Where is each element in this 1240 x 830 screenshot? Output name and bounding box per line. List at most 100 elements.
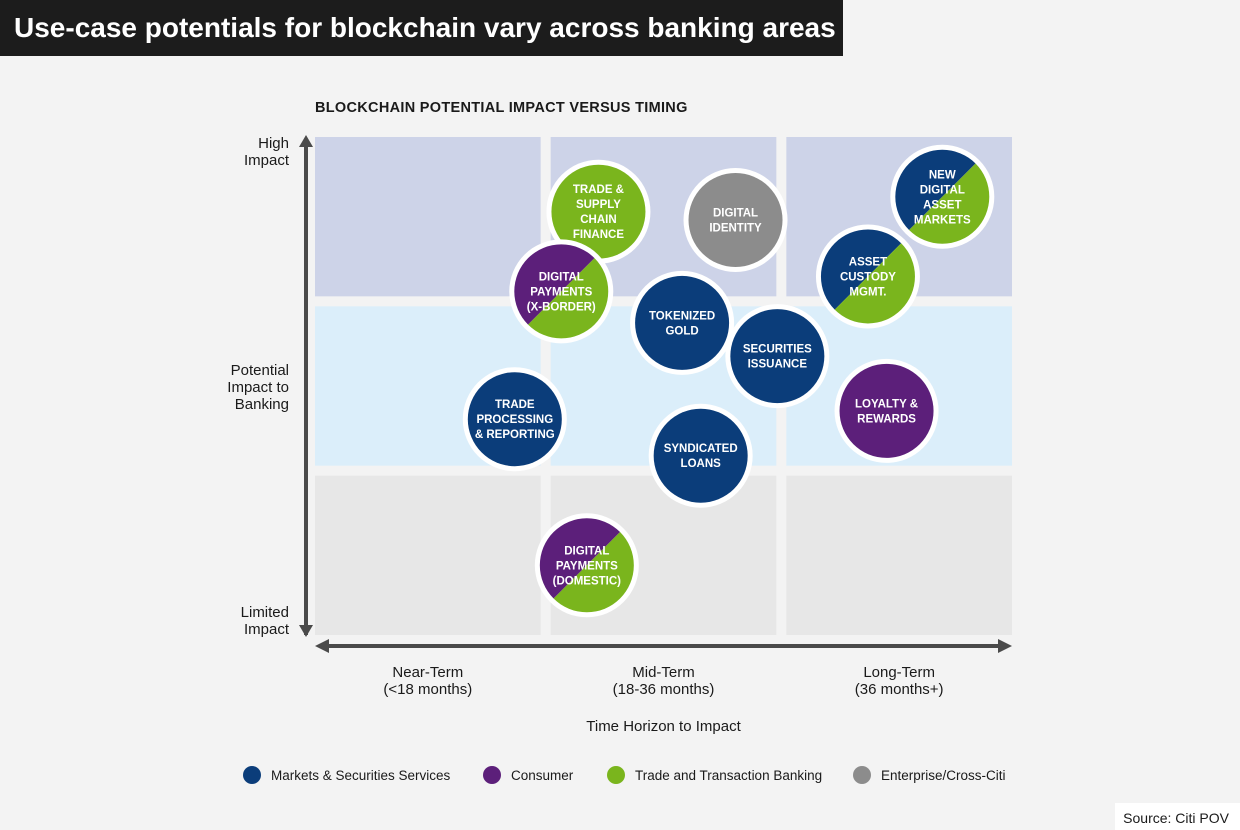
bubble-label-line: DIGITAL <box>713 208 758 220</box>
bubble-label-line: PROCESSING <box>476 414 553 426</box>
x-tick-label-0: Near-Term(<18 months) <box>383 664 472 698</box>
bubble-label-line: ISSUANCE <box>748 359 808 371</box>
bubble-label: DIGITAL PAYMENTS (DOMESTIC) <box>553 545 622 587</box>
bubble-fill <box>635 275 730 370</box>
bubble-digital-payments-domestic: DIGITAL PAYMENTS (DOMESTIC) <box>534 513 639 618</box>
bubble-label-line: LOANS <box>681 458 722 470</box>
bubble-digital-payments-x-border: DIGITAL PAYMENTS (X-BORDER) <box>509 239 614 344</box>
bubble-label-line: ASSET <box>923 199 961 211</box>
bubble-label-line: TRADE <box>495 399 535 411</box>
bubble-half-upper <box>820 229 902 310</box>
y-axis-label-line: Impact to <box>227 379 289 396</box>
x-tick-label-1: Mid-Term(18-36 months) <box>613 664 715 698</box>
bubble-label-line: DIGITAL <box>920 184 965 196</box>
bubble-label-line: DIGITAL <box>564 545 609 557</box>
bubble-label: LOYALTY & REWARDS <box>855 398 918 425</box>
bubble-label-line: MARKETS <box>914 214 971 226</box>
bubble-fill <box>839 363 934 458</box>
x-tick-label-line: (<18 months) <box>383 681 472 698</box>
bubble-label-line: (X-BORDER) <box>527 301 596 313</box>
x-axis-arrowhead-left <box>315 639 329 653</box>
x-tick-label-2: Long-Term(36 months+) <box>855 664 944 698</box>
y-tick-limited-impact-line: Impact <box>244 621 290 638</box>
bubble-label-line: CUSTODY <box>840 271 896 283</box>
bubble-label-line: & REPORTING <box>475 429 555 441</box>
bubble-label-line: SUPPLY <box>576 199 621 211</box>
y-axis-label-line: Potential <box>231 362 289 379</box>
legend-swatch-enterprise <box>853 766 871 784</box>
bubble-label-line: DIGITAL <box>539 271 584 283</box>
x-tick-label-line: Mid-Term <box>632 664 695 681</box>
grid-cell-r0-c0 <box>315 137 541 297</box>
bubble-loyalty-rewards: LOYALTY & REWARDS <box>834 358 939 463</box>
bubble-trade-supply-chain-finance: TRADE & SUPPLY CHAIN FINANCE <box>546 159 651 264</box>
bubble-half-upper <box>539 518 621 599</box>
bubble-label: TOKENIZED GOLD <box>649 310 715 337</box>
x-tick-label-line: Near-Term <box>392 664 463 681</box>
source-note: Source: Citi POV <box>1115 803 1240 830</box>
bubble-label-line: TRADE & <box>573 184 624 196</box>
y-axis-label-line: Banking <box>235 396 289 413</box>
y-tick-high-impact-line: Impact <box>244 152 290 169</box>
bubble-label: SYNDICATED LOANS <box>664 443 738 470</box>
legend-swatch-markets <box>243 766 261 784</box>
legend-swatch-trade <box>607 766 625 784</box>
x-axis-label: Time Horizon to Impact <box>586 718 741 735</box>
x-tick-label-line: (36 months+) <box>855 681 944 698</box>
y-tick-limited-impact-line: Limited <box>241 604 289 621</box>
legend-label-consumer: Consumer <box>511 768 574 783</box>
bubble-label-line: SYNDICATED <box>664 443 738 455</box>
bubble-fill <box>688 173 783 267</box>
bubble-label-line: LOYALTY & <box>855 398 918 410</box>
legend-label-enterprise: Enterprise/Cross-Citi <box>881 768 1006 783</box>
bubble-tokenized-gold: TOKENIZED GOLD <box>630 270 735 375</box>
bubble-fill <box>467 372 562 467</box>
bubble-half-lower <box>909 163 990 244</box>
bubble-trade-processing-reporting: TRADE PROCESSING & REPORTING <box>462 367 567 472</box>
bubble-label: SECURITIES ISSUANCE <box>743 344 812 371</box>
bubble-label: TRADE & SUPPLY CHAIN FINANCE <box>573 184 624 241</box>
bubble-half-lower <box>528 258 609 339</box>
bubble-label-line: FINANCE <box>573 229 624 241</box>
legend-label-markets: Markets & Securities Services <box>271 768 451 783</box>
bubble-half-lower <box>834 243 915 324</box>
bubble-new-digital-asset-markets: NEW DIGITAL ASSET MARKETS <box>890 144 995 249</box>
bubble-label-line: PAYMENTS <box>556 560 618 572</box>
bubble-label: TRADE PROCESSING & REPORTING <box>475 399 555 441</box>
grid-cell-r2-c2 <box>786 475 1012 635</box>
x-tick-label-line: Long-Term <box>863 664 935 681</box>
page-title: Use-case potentials for blockchain vary … <box>0 0 843 56</box>
bubble-label-line: (DOMESTIC) <box>553 575 622 587</box>
bubble-syndicated-loans: SYNDICATED LOANS <box>648 403 753 508</box>
x-tick-label-line: (18-36 months) <box>613 681 715 698</box>
bubble-half-upper <box>895 149 976 230</box>
bubble-label: ASSET CUSTODY MGMT. <box>840 256 896 298</box>
chart-title: BLOCKCHAIN POTENTIAL IMPACT VERSUS TIMIN… <box>315 100 688 116</box>
bubble-half-upper <box>514 244 595 325</box>
bubble-label-line: CHAIN <box>580 214 616 226</box>
y-tick-high-impact-line: High <box>258 135 289 152</box>
bubble-label-line: MGMT. <box>849 286 886 298</box>
bubble-label-line: NEW <box>929 169 956 181</box>
bubble-securities-issuance: SECURITIES ISSUANCE <box>725 304 830 409</box>
bubble-fill <box>551 164 646 259</box>
bubble-label-line: GOLD <box>665 325 698 337</box>
bubble-label-line: REWARDS <box>857 413 916 425</box>
bubble-fill <box>653 408 748 503</box>
bubble-label: DIGITAL PAYMENTS (X-BORDER) <box>527 271 596 313</box>
bubble-label-line: PAYMENTS <box>530 286 592 298</box>
bubble-label-line: SECURITIES <box>743 344 812 356</box>
bubble-label-line: TOKENIZED <box>649 310 715 322</box>
legend-label-trade: Trade and Transaction Banking <box>635 768 822 783</box>
bubble-fill <box>730 309 825 404</box>
bubble-label: NEW DIGITAL ASSET MARKETS <box>914 169 971 226</box>
bubble-label-line: ASSET <box>849 256 887 268</box>
grid-cell-r2-c0 <box>315 475 541 635</box>
y-axis-arrowhead-top <box>299 135 313 147</box>
